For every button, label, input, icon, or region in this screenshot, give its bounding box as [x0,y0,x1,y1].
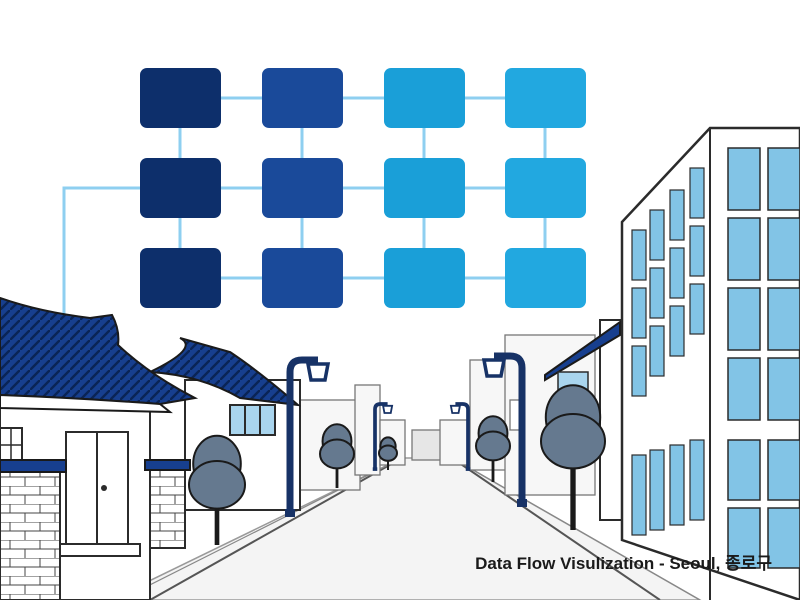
tree-icon [378,436,398,470]
window-pane [649,449,665,531]
window-pane [727,439,761,501]
street-lamp-icon [372,402,394,471]
window-pane [727,287,761,351]
data-block [384,158,465,218]
data-block [262,248,343,308]
data-block-grid [140,68,586,308]
tree-icon [475,415,511,482]
window-pane [767,147,800,211]
tree-icon [540,384,606,530]
window-pane [631,345,647,397]
trees [188,384,606,545]
window-pane [767,439,800,501]
data-block [384,248,465,308]
window-pane [649,209,665,261]
window-pane [631,287,647,339]
window-pane [669,305,685,357]
data-block [140,248,221,308]
data-block [505,248,586,308]
data-block [505,158,586,218]
window-pane [689,439,705,521]
data-block [140,68,221,128]
street-lamp-icon [481,352,527,507]
data-block [384,68,465,128]
data-flow-network [62,68,586,320]
window-pane [767,357,800,421]
street-lamps [285,352,527,517]
window-pane [669,247,685,299]
data-block [262,158,343,218]
window-pane [631,229,647,281]
window-pane [727,507,761,569]
window-pane [727,147,761,211]
window-pane [767,217,800,281]
window-pane [767,287,800,351]
window-pane [727,357,761,421]
window-pane [689,283,705,335]
window-pane [649,267,665,319]
street-lamp-icon [285,356,331,517]
data-block [505,68,586,128]
caption: Data Flow Visulization - Seoul, 종로구 [475,554,772,573]
window-pane [689,167,705,219]
window-pane [669,189,685,241]
window-pane [631,454,647,536]
window-pane [649,325,665,377]
window-pane [669,444,685,526]
street-lamp-icon [449,402,471,471]
tree-icon [188,434,246,545]
tree-icon [319,423,355,488]
window-pane [727,217,761,281]
hanok-house-icon [0,296,302,600]
data-block [262,68,343,128]
window-pane [689,225,705,277]
window-pane [767,507,800,569]
data-block [140,158,221,218]
